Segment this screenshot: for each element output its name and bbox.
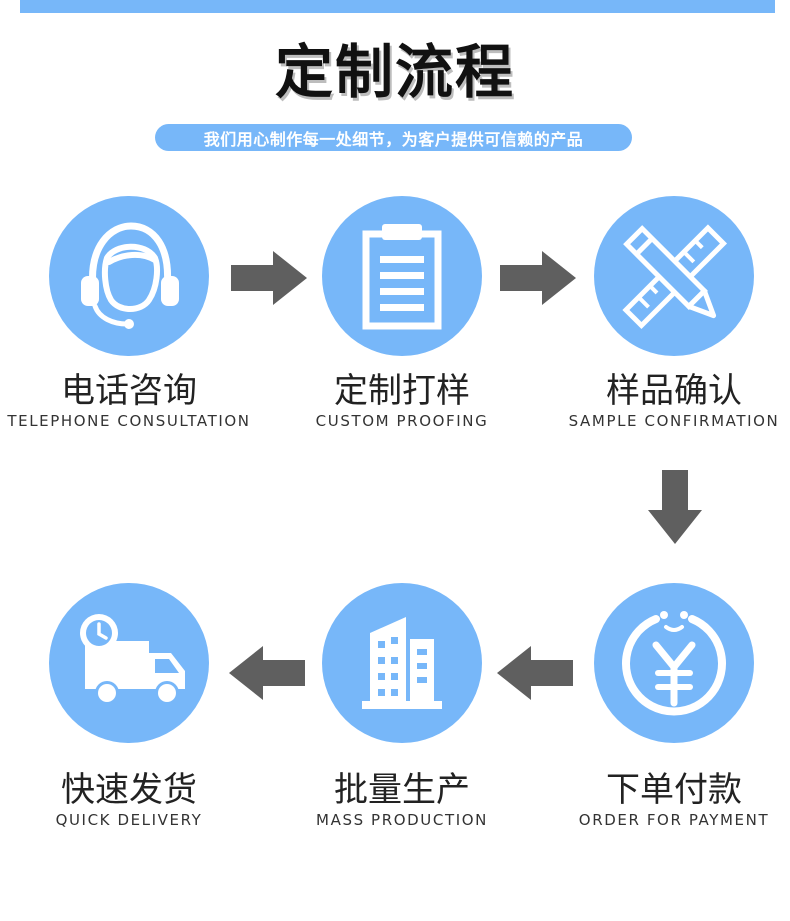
yuan-coin-icon — [622, 611, 726, 716]
step-circle-sample-confirmation — [594, 196, 754, 356]
step-subtitle-quick-delivery: QUICK DELIVERY — [55, 811, 203, 829]
subtitle-text: 我们用心制作每一处细节，为客户提供可信赖的产品 — [203, 129, 584, 149]
step-circle-mass-production — [322, 583, 482, 743]
delivery-truck-icon — [80, 614, 185, 705]
subtitle-banner: 我们用心制作每一处细节，为客户提供可信赖的产品 — [155, 124, 632, 151]
headset-icon — [81, 222, 179, 329]
arrow-left-icon — [229, 646, 305, 700]
step-subtitle-sample-confirmation: SAMPLE CONFIRMATION — [568, 412, 780, 430]
step-title-telephone: 电话咨询 — [61, 371, 197, 411]
arrow-down-icon — [648, 470, 702, 544]
step-circle-custom-proofing — [322, 196, 482, 356]
step-subtitle-telephone: TELEPHONE CONSULTATION — [7, 412, 251, 430]
pencil-ruler-icon — [622, 224, 728, 330]
step-title-custom-proofing: 定制打样 — [334, 371, 470, 411]
clipboard-icon — [362, 224, 442, 330]
arrow-right-icon — [231, 251, 307, 305]
step-circle-telephone — [49, 196, 209, 356]
step-title-order-payment: 下单付款 — [606, 770, 742, 810]
page-title: 定制流程 — [274, 38, 515, 106]
step-circle-order-payment — [594, 583, 754, 743]
step-title-sample-confirmation: 样品确认 — [606, 371, 742, 411]
top-accent-bar — [20, 0, 775, 13]
step-title-mass-production: 批量生产 — [334, 770, 470, 810]
building-icon — [362, 617, 442, 709]
step-circle-quick-delivery — [49, 583, 209, 743]
step-title-quick-delivery: 快速发货 — [61, 770, 197, 810]
step-subtitle-mass-production: MASS PRODUCTION — [316, 811, 488, 829]
step-subtitle-order-payment: ORDER FOR PAYMENT — [578, 811, 770, 829]
step-subtitle-custom-proofing: CUSTOM PROOFING — [315, 412, 489, 430]
arrow-right-icon — [500, 251, 576, 305]
arrow-left-icon — [497, 646, 573, 700]
